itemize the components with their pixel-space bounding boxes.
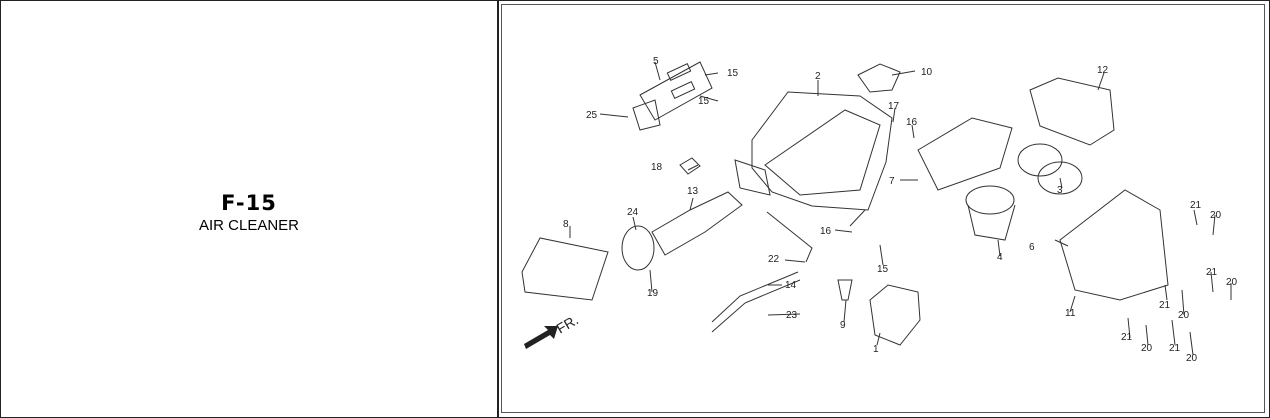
part-7-gasket bbox=[917, 117, 1013, 191]
callout-21d: 21 bbox=[1121, 332, 1133, 343]
callout-20b: 20 bbox=[1226, 277, 1238, 288]
callout-17: 17 bbox=[888, 101, 900, 112]
part-13-intake bbox=[651, 191, 743, 256]
callout-21c: 21 bbox=[1159, 300, 1171, 311]
part-5-bracket bbox=[639, 61, 713, 121]
part-1-guard bbox=[869, 284, 921, 346]
callout-14: 14 bbox=[785, 280, 797, 291]
callout-21e: 21 bbox=[1169, 343, 1181, 354]
title-panel: F-15 AIR CLEANER bbox=[1, 1, 497, 416]
callout-6: 6 bbox=[1029, 242, 1035, 253]
callout-9: 9 bbox=[840, 320, 846, 331]
callout-15a: 15 bbox=[727, 68, 739, 79]
callout-21a: 21 bbox=[1190, 200, 1202, 211]
callout-15c: 15 bbox=[877, 264, 889, 275]
callout-11: 11 bbox=[1065, 308, 1076, 319]
section-code: F-15 bbox=[221, 191, 277, 215]
panel-divider bbox=[497, 0, 499, 418]
callout-20e: 20 bbox=[1186, 353, 1198, 364]
part-9-tab bbox=[837, 279, 853, 301]
part-4-element bbox=[965, 185, 1015, 215]
callout-10: 10 bbox=[921, 67, 933, 78]
callout-13: 13 bbox=[687, 186, 699, 197]
callout-16a: 16 bbox=[906, 117, 918, 128]
callout-19: 19 bbox=[647, 288, 659, 299]
part-24-clamp bbox=[621, 225, 655, 271]
part-3-element bbox=[1017, 143, 1063, 177]
callout-3: 3 bbox=[1057, 185, 1063, 196]
callout-20d: 20 bbox=[1141, 343, 1153, 354]
diagram-frame bbox=[501, 4, 1265, 413]
part-2-housing bbox=[751, 91, 893, 211]
front-arrow-icon bbox=[524, 326, 558, 349]
front-direction-label: FR. bbox=[554, 311, 582, 336]
part-25-clip bbox=[632, 99, 661, 131]
callout-16b: 16 bbox=[820, 226, 832, 237]
part-10-connector bbox=[857, 63, 901, 93]
part-12-duct bbox=[1029, 77, 1115, 146]
callout-22: 22 bbox=[768, 254, 780, 265]
callout-20a: 20 bbox=[1210, 210, 1222, 221]
part-18-clip bbox=[679, 157, 701, 175]
callout-5: 5 bbox=[653, 56, 659, 67]
callout-12: 12 bbox=[1097, 65, 1109, 76]
callout-8: 8 bbox=[563, 219, 569, 230]
callout-2: 2 bbox=[815, 71, 821, 82]
part-6-cover bbox=[1059, 189, 1169, 301]
callout-4: 4 bbox=[997, 252, 1003, 263]
callout-25: 25 bbox=[586, 110, 598, 121]
section-title: AIR CLEANER bbox=[198, 217, 300, 234]
callout-21b: 21 bbox=[1206, 267, 1218, 278]
callout-15b: 15 bbox=[698, 96, 710, 107]
callout-18: 18 bbox=[651, 162, 663, 173]
part-8-plate bbox=[521, 237, 609, 301]
callout-23: 23 bbox=[786, 310, 798, 321]
callout-24: 24 bbox=[627, 207, 639, 218]
part-14-hose bbox=[711, 271, 801, 333]
callout-7: 7 bbox=[889, 176, 895, 187]
callout-20c: 20 bbox=[1178, 310, 1190, 321]
callout-1: 1 bbox=[873, 344, 879, 355]
